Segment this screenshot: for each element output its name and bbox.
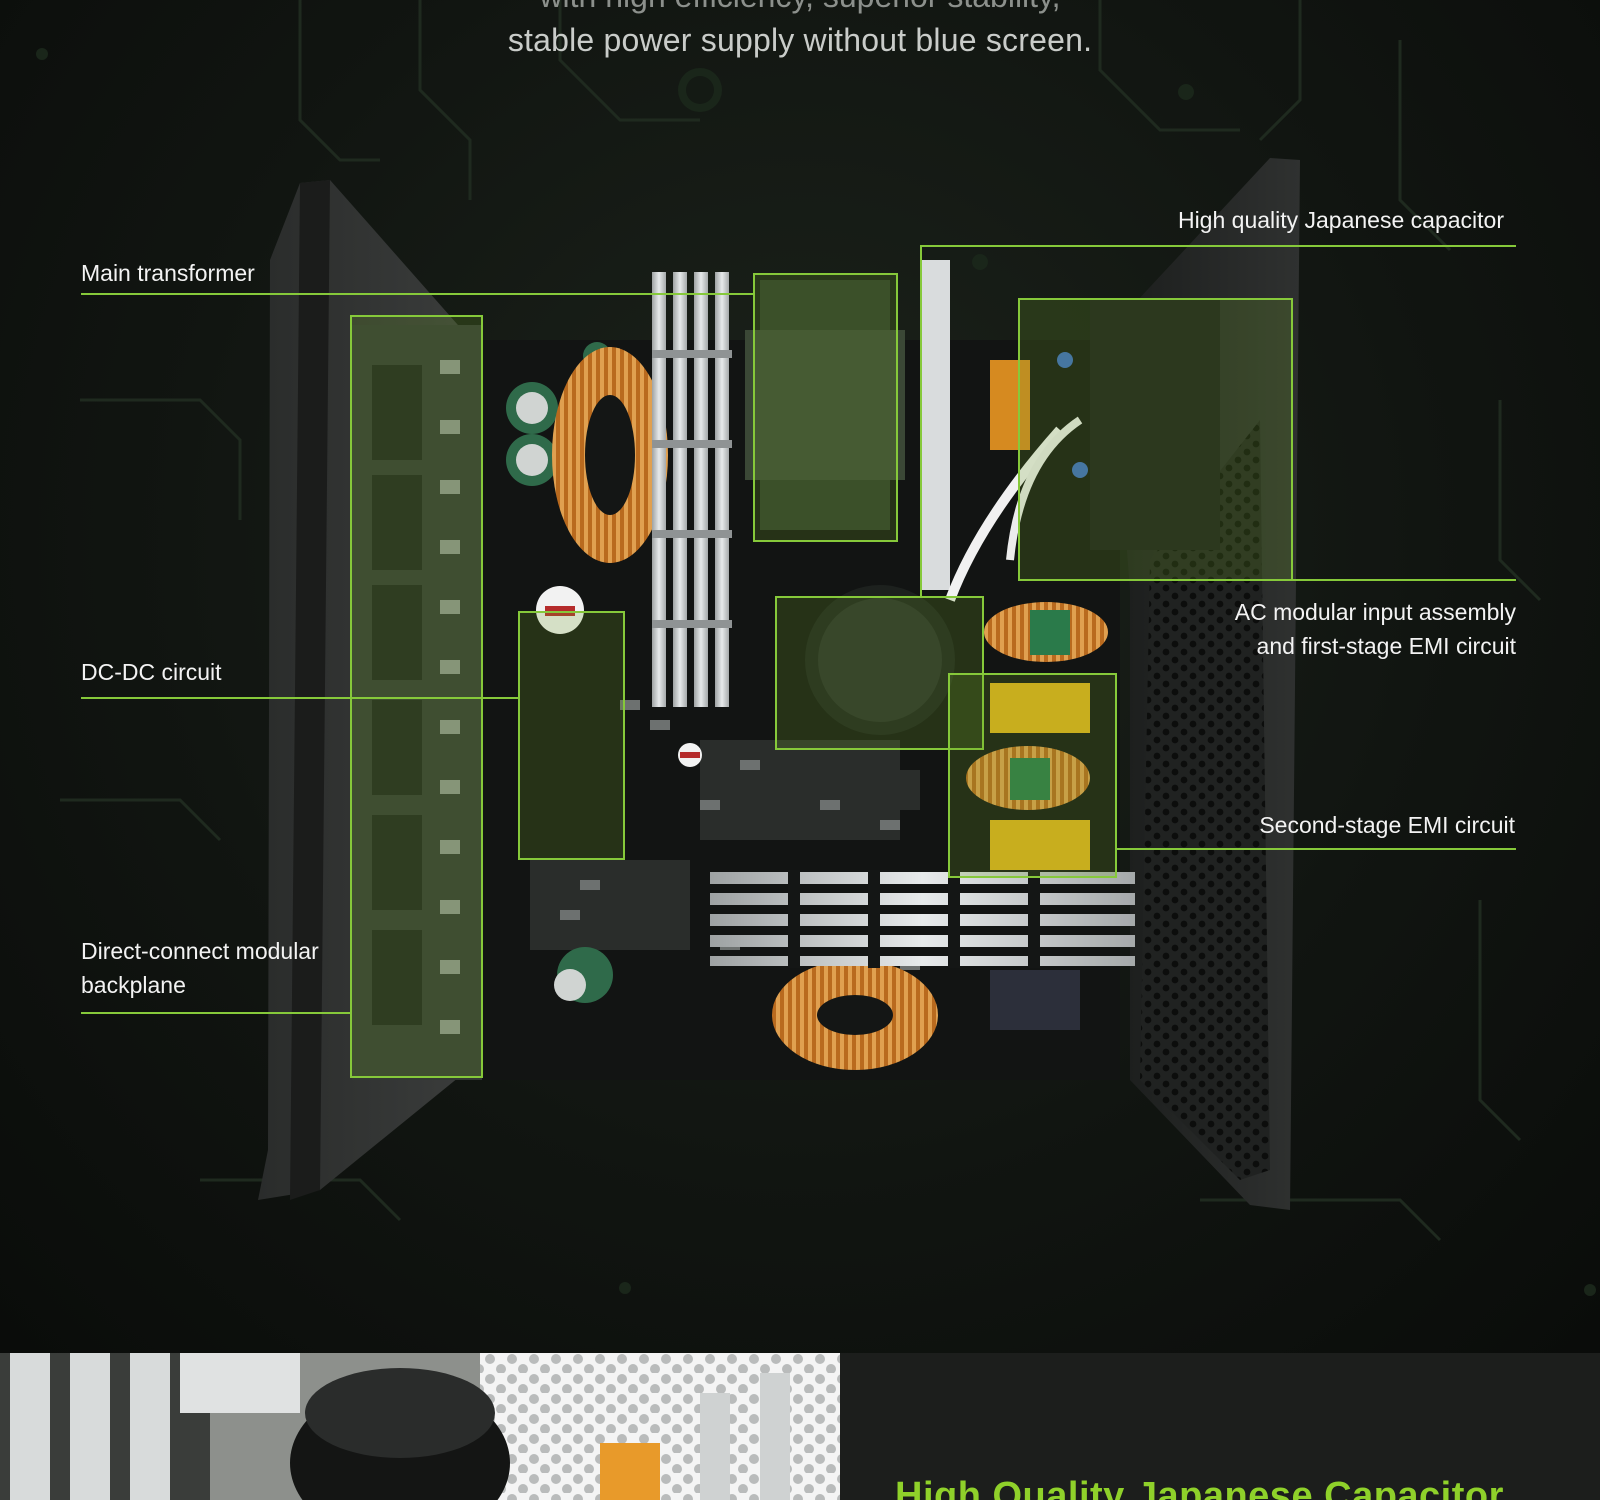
feature-text-panel: High Quality Japanese Capacitor — [840, 1353, 1600, 1500]
capacitor-closeup-illustration — [0, 1353, 840, 1500]
ac-input-label-line1: AC modular input assembly — [1234, 599, 1516, 625]
intro-text-clipped: with high efficiency, superior stability… — [0, 0, 1600, 15]
main-transformer-label: Main transformer — [81, 260, 255, 286]
japanese-capacitor-label: High quality Japanese capacitor — [1177, 207, 1504, 233]
second-emi-label: Second-stage EMI circuit — [1259, 812, 1515, 838]
backplane-highlight-box — [350, 315, 483, 1078]
heatsink-vertical — [652, 272, 729, 707]
dc-dc-label: DC-DC circuit — [81, 659, 222, 685]
feature-title: High Quality Japanese Capacitor — [895, 1475, 1504, 1500]
capacitor-closeup-photo — [0, 1353, 840, 1500]
transformer-highlight-box — [753, 273, 898, 542]
japanese-capacitor-callout-line — [920, 245, 1516, 597]
backplane-label-line2: backplane — [81, 972, 186, 998]
intro-text: stable power supply without blue screen. — [507, 22, 1093, 58]
backplane-label-line1: Direct-connect modular — [81, 938, 319, 964]
psu-internal-layout-section: with high efficiency, superior stability… — [0, 0, 1600, 1353]
ventilation-mesh — [1140, 420, 1270, 1180]
psu-photo-illustration — [81, 158, 1516, 1210]
dc-dc-highlight-box — [518, 611, 625, 860]
second-emi-highlight-box — [948, 673, 1117, 878]
ac-input-label-line2: and first-stage EMI circuit — [1256, 633, 1516, 659]
ac-input-highlight-box — [1018, 298, 1293, 581]
